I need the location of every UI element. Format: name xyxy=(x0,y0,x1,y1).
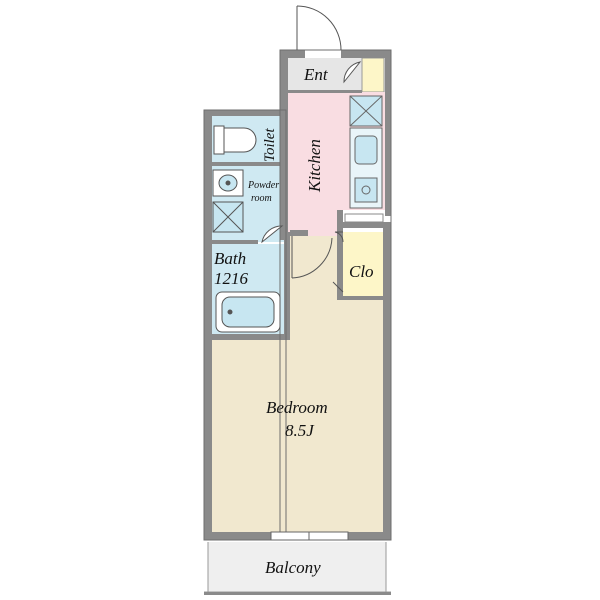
label-balcony: Balcony xyxy=(265,558,321,577)
wash-basin xyxy=(212,169,244,197)
label-powder-room-2: room xyxy=(251,193,272,204)
bedroom-floor xyxy=(210,338,385,532)
label-closet: Clo xyxy=(349,262,374,281)
kitchen-sink xyxy=(354,135,378,165)
washing-machine-space xyxy=(212,201,244,233)
label-bath-1: Bath xyxy=(214,249,246,268)
bedroom-upper-floor xyxy=(287,236,385,338)
hall-shelf xyxy=(344,213,384,223)
walls xyxy=(204,50,391,540)
kitchen-stove xyxy=(354,177,378,203)
closet-door xyxy=(332,231,344,293)
label-entrance: Ent xyxy=(303,65,329,84)
label-bedroom-1: Bedroom xyxy=(266,398,328,417)
toilet-fixture xyxy=(213,125,257,155)
entrance-inner-door xyxy=(343,61,362,84)
label-bath-2: 1216 xyxy=(214,269,249,288)
balcony-window xyxy=(270,531,349,541)
shoe-cabinet xyxy=(361,57,385,93)
balcony-floor xyxy=(208,542,386,592)
balcony-rail xyxy=(204,592,391,595)
bathtub xyxy=(215,291,281,333)
entrance-door xyxy=(296,5,342,51)
label-bedroom-2: 8.5J xyxy=(285,421,315,440)
label-powder-room-1: Powder xyxy=(247,180,279,191)
closet-floor xyxy=(343,232,383,296)
powder-room-door xyxy=(261,225,284,244)
label-toilet: Toilet xyxy=(262,128,278,162)
bedroom-door xyxy=(291,236,333,279)
label-kitchen: Kitchen xyxy=(305,139,324,193)
